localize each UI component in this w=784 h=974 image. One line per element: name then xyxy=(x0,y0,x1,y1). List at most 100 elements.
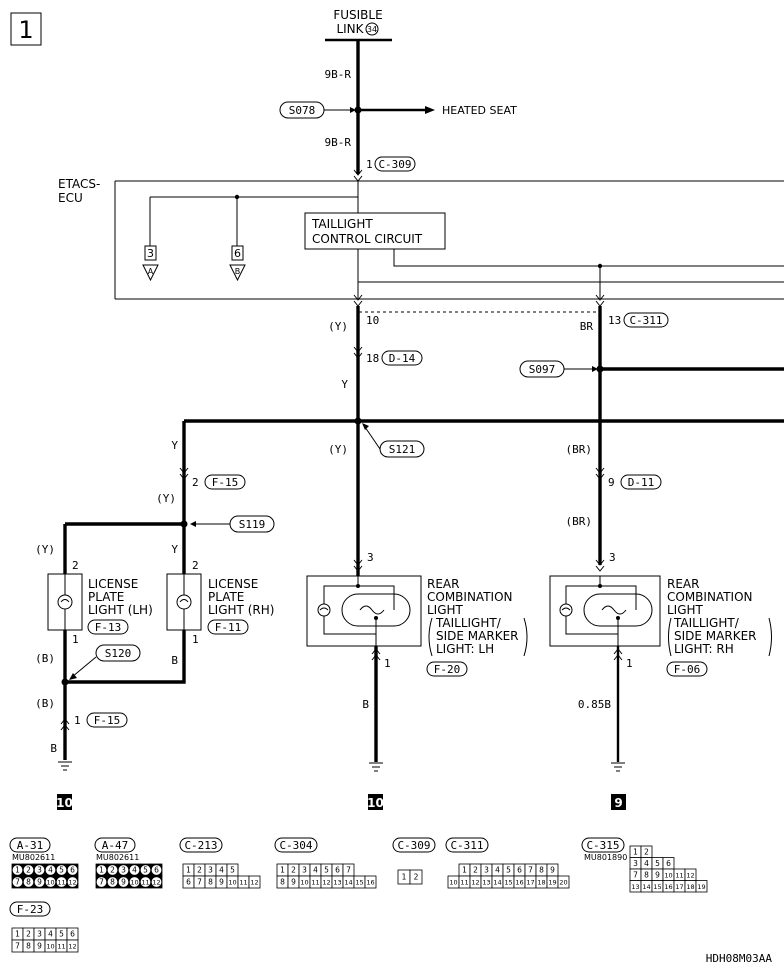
plate-lh-pin-bottom: 1 xyxy=(72,633,79,646)
rear-rh-label-1: REAR xyxy=(667,577,699,591)
wire-label-b-rear-lh: B xyxy=(362,698,369,711)
rear-lh-label-6: LIGHT: LH xyxy=(436,642,494,656)
legend-pin-number: 9 xyxy=(121,878,126,887)
filament-icon xyxy=(319,607,329,611)
legend-c315-part: MU801890 xyxy=(584,853,627,862)
rear-rh-internal-junction-2 xyxy=(616,616,620,620)
legend-pin-socket xyxy=(67,877,78,887)
legend-pin-number: 10 xyxy=(228,879,236,887)
legend-pin-number: 4 xyxy=(313,866,318,875)
ecu-label: ETACS- xyxy=(58,177,100,191)
legend-f23-code: F-23 xyxy=(17,903,44,916)
legend-pin-number: 3 xyxy=(484,866,489,875)
legend-pin-number: 8 xyxy=(539,866,544,875)
legend-pin-number: 1 xyxy=(186,866,191,875)
legend-c213-tag xyxy=(179,837,223,853)
taillight-circuit-label-2: CONTROL CIRCUIT xyxy=(312,232,423,246)
legend-pin-number: 1 xyxy=(99,866,104,875)
legend-pin-number: 12 xyxy=(471,879,479,887)
legend-f23-tag xyxy=(9,901,51,917)
wire-b-rh-plate xyxy=(65,630,186,684)
legend-pin-number: 2 xyxy=(644,847,649,856)
fusible-link-number: 34 xyxy=(367,25,377,34)
ground-left-number: 10 xyxy=(56,796,73,810)
legend-pin-number: 8 xyxy=(280,878,285,887)
legend-pin-number: 5 xyxy=(59,930,64,939)
legend-pin-number: 8 xyxy=(208,878,213,887)
legend-pin-socket xyxy=(56,865,67,875)
connector-c309-code: C-309 xyxy=(378,158,411,171)
legend-pin-number: 8 xyxy=(110,878,115,887)
legend-pin-number: 13 xyxy=(631,883,639,891)
legend-pin-number: 1 xyxy=(15,930,20,939)
rear-lh-chevron-2 xyxy=(353,565,363,572)
plate-rh-label-1: LICENSE xyxy=(208,577,258,591)
legend-pin-number: 6 xyxy=(517,866,522,875)
legend-c311-code: C-311 xyxy=(450,839,483,852)
drawing-id: HDH08M03AA xyxy=(706,952,773,965)
rear-lh-code: F-20 xyxy=(434,663,461,676)
legend-pin-number: 9 xyxy=(37,942,42,951)
rear-rh-chevron xyxy=(595,559,605,566)
legend-pin-number: 7 xyxy=(633,870,638,879)
legend-pin-number: 4 xyxy=(48,930,53,939)
legend-pin-number: 1 xyxy=(633,847,638,856)
fusible-link-label-2: LINK xyxy=(336,22,364,36)
legend-pin-number: 14 xyxy=(344,879,352,887)
legend-pin-number: 3 xyxy=(121,866,126,875)
splice-s097-label: S097 xyxy=(529,363,556,376)
legend-pin-number: 4 xyxy=(132,866,137,875)
splice-s119-arrow xyxy=(190,521,196,527)
legend-pin-number: 11 xyxy=(311,879,319,887)
wire-label-br-13: BR xyxy=(580,320,594,333)
legend-pin-number: 20 xyxy=(559,879,567,887)
rear-lh-pin-bottom: 1 xyxy=(384,657,391,670)
connector-d11-chevron-2 xyxy=(595,473,605,480)
legend-pin-number: 3 xyxy=(633,859,638,868)
ecu-output-line xyxy=(393,249,784,267)
legend-pin-socket xyxy=(129,865,140,875)
connector-f15-upper-chevron-2 xyxy=(179,473,189,480)
wire-label-y-rh-plate: Y xyxy=(171,543,178,556)
legend-pin-number: 6 xyxy=(335,866,340,875)
legend-pin-cell xyxy=(364,875,377,889)
page-number: 1 xyxy=(18,16,33,44)
legend-pin-number: 7 xyxy=(15,942,20,951)
filament-icon xyxy=(179,599,189,603)
legend-pin-number: 15 xyxy=(355,879,363,887)
connector-c309-tag xyxy=(374,156,416,172)
legend-pin-socket xyxy=(129,877,140,887)
legend-pin-number: 12 xyxy=(68,879,76,887)
rear-rh-label-6: LIGHT: RH xyxy=(674,642,734,656)
legend-pin-number: 6 xyxy=(70,930,75,939)
connector-f15-lower-chevron-2 xyxy=(60,724,70,731)
legend-pin-number: 3 xyxy=(37,930,42,939)
rear-lh-internal-junction xyxy=(356,584,360,588)
wire-label-b-paren-lh: (B) xyxy=(35,652,55,665)
rear-lh-label-4: TAILLIGHT/ xyxy=(435,616,502,630)
legend-pin-number: 11 xyxy=(239,879,247,887)
plate-rh-pin-bottom: 1 xyxy=(192,633,199,646)
legend-pin-number: 3 xyxy=(208,866,213,875)
plate-rh-label-3: LIGHT (RH) xyxy=(208,603,274,617)
legend-pin-number: 8 xyxy=(26,878,31,887)
taillight-circuit-label: TAILLIGHT xyxy=(311,217,373,231)
connector-f15-upper-chevron xyxy=(179,467,189,474)
legend-pin-socket xyxy=(107,865,118,875)
ecu-pin-10: 10 xyxy=(366,314,379,327)
rear-rh-internal-junction xyxy=(598,584,602,588)
legend-pin-number: 9 xyxy=(655,870,660,879)
legend-pin-number: 1 xyxy=(402,873,407,882)
plate-rh-pin-top: 2 xyxy=(192,559,199,572)
splice-s120-leader xyxy=(71,656,97,678)
rear-lh-internal-return xyxy=(323,616,376,635)
ground-right-number: 9 xyxy=(614,796,622,810)
rear-lh-label-5: SIDE MARKER xyxy=(436,629,518,643)
legend-pin-number: 4 xyxy=(219,866,224,875)
legend-pin-number: 4 xyxy=(644,859,649,868)
legend-pin-number: 5 xyxy=(324,866,329,875)
legend-pin-number: 9 xyxy=(37,878,42,887)
